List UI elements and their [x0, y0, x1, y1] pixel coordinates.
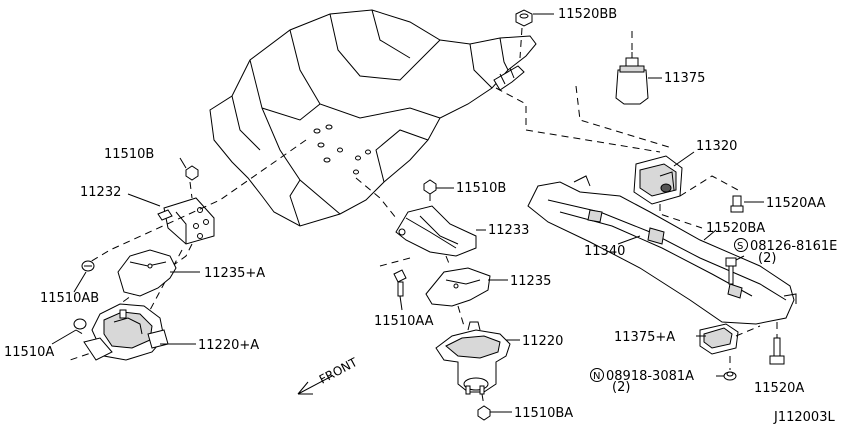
bolt-11520a — [769, 337, 785, 365]
label-11520aa: 11520AA — [766, 196, 826, 211]
front-mount-11220 — [435, 321, 511, 395]
nut-11510ba — [477, 405, 491, 421]
label-11510b-left: 11510B — [104, 147, 154, 162]
label-11233: 11233 — [488, 223, 529, 238]
label-11520ba: 11520BA — [706, 221, 765, 236]
s-symbol-circle — [734, 238, 748, 252]
bolt-11510aa — [393, 269, 407, 297]
bracket-11232 — [157, 197, 215, 245]
heat-shield-11235 — [425, 267, 491, 307]
bolt-11510ab — [81, 260, 95, 272]
front-label: FRONT — [317, 355, 360, 387]
label-08918-qty: (2) — [612, 380, 630, 395]
label-11375a: 11375+A — [614, 330, 675, 345]
label-11510ba: 11510BA — [514, 406, 573, 421]
label-11510a: 11510A — [4, 345, 54, 360]
heat-shield-11235a — [117, 249, 177, 297]
bolt-08126-8161e — [725, 257, 737, 285]
bolt-11520aa — [730, 195, 744, 213]
label-11510b-mid: 11510B — [456, 181, 506, 196]
insulator-11375 — [615, 52, 649, 105]
label-11510ab: 11510AB — [40, 291, 99, 306]
bolt-11510a — [73, 318, 87, 330]
bracket-11233 — [395, 205, 477, 257]
label-11520a: 11520A — [754, 381, 804, 396]
nut-08918-3081a — [723, 371, 737, 381]
nut-11520bb — [515, 9, 533, 27]
n-symbol-circle — [590, 368, 604, 382]
front-mount-11220a — [83, 303, 169, 361]
label-11220a: 11220+A — [198, 338, 259, 353]
crossmember-11340 — [527, 175, 797, 325]
label-11232: 11232 — [80, 185, 121, 200]
engine-block — [209, 9, 537, 227]
label-11375: 11375 — [664, 71, 705, 86]
rear-mount-11320 — [633, 155, 683, 205]
nut-11510b-left — [185, 165, 199, 181]
transmission-rear-bracket — [493, 65, 525, 91]
nut-11510b-mid — [423, 179, 437, 195]
label-11510aa: 11510AA — [374, 314, 434, 329]
label-11520bb: 11520BB — [558, 7, 617, 22]
label-11235: 11235 — [510, 274, 551, 289]
front-direction-arrow — [297, 375, 333, 395]
label-11320: 11320 — [696, 139, 737, 154]
label-08126-8161e: 08126-8161E — [750, 239, 837, 254]
n-symbol: N — [593, 371, 600, 382]
diagram-id: J112003L — [773, 410, 835, 425]
label-11235a: 11235+A — [204, 266, 265, 281]
s-symbol: S — [737, 241, 743, 252]
label-11220: 11220 — [522, 334, 563, 349]
insulator-11375a — [699, 323, 739, 355]
label-08918-3081a: 08918-3081A — [606, 369, 694, 384]
label-11340: 11340 — [584, 244, 625, 259]
label-08126-qty: (2) — [758, 251, 776, 266]
